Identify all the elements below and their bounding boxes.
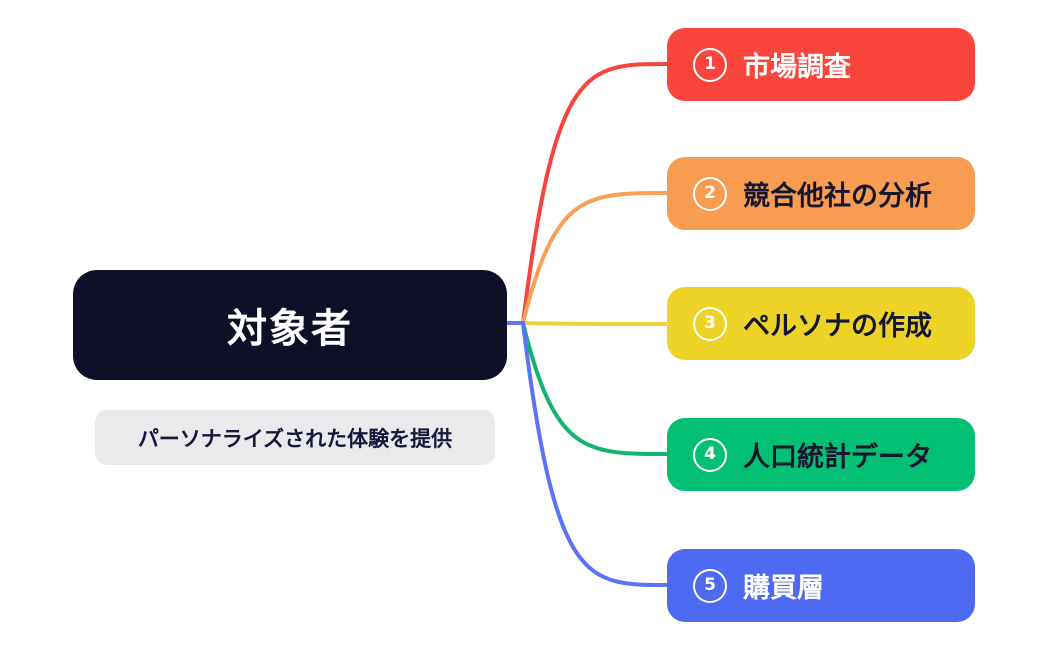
branch-number-badge-3: 3 <box>693 306 727 341</box>
connector-line-4 <box>501 321 669 456</box>
branch-number-badge-1: 1 <box>693 47 727 82</box>
branch-label-5: 購買層 <box>743 573 824 604</box>
branch-label-4: 人口統計データ <box>743 442 932 473</box>
branch-node-5[interactable]: 5 購買層 <box>667 549 975 622</box>
connector-line-1 <box>501 62 669 325</box>
connector-line-2 <box>501 191 669 325</box>
connector-line-5 <box>501 321 669 587</box>
branch-number-badge-5: 5 <box>693 568 727 603</box>
branch-number-badge-2: 2 <box>693 176 727 211</box>
connector-line-3 <box>501 321 669 326</box>
branch-label-1: 市場調査 <box>743 52 851 83</box>
root-note-label: パーソナライズされた体験を提供 <box>137 426 453 451</box>
root-node-label: 対象者 <box>227 306 353 352</box>
branch-node-1[interactable]: 1 市場調査 <box>667 28 975 101</box>
branch-node-4[interactable]: 4 人口統計データ <box>667 418 975 491</box>
branch-number-badge-4: 4 <box>693 437 727 472</box>
branch-node-2[interactable]: 2 競合他社の分析 <box>667 157 975 230</box>
root-node[interactable]: 対象者 <box>73 270 507 380</box>
branch-label-2: 競合他社の分析 <box>743 181 932 212</box>
root-note[interactable]: パーソナライズされた体験を提供 <box>95 410 495 465</box>
branch-label-3: ペルソナの作成 <box>743 311 932 342</box>
branch-node-3[interactable]: 3 ペルソナの作成 <box>667 287 975 360</box>
